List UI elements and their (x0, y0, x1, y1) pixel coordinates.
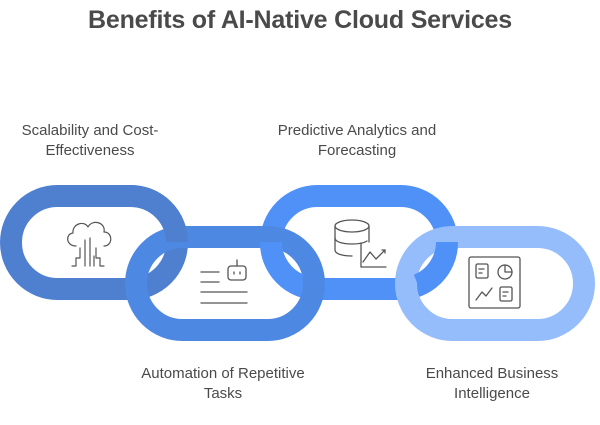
label-line: Tasks (203, 385, 243, 402)
label-line: Forecasting (317, 142, 397, 159)
benefit-label-automation: Automation of Repetitive Tasks (118, 364, 328, 404)
dashboard-icon (468, 256, 521, 309)
cloud-circuit-icon (67, 221, 112, 267)
chain-overlap-3-right (413, 241, 458, 296)
label-line: Predictive Analytics and (277, 122, 437, 139)
chain-overlap-3-left (260, 241, 305, 296)
label-line: Intelligence (454, 385, 530, 402)
benefit-label-predictive: Predictive Analytics and Forecasting (250, 121, 464, 161)
benefit-label-business-intelligence: Enhanced Business Intelligence (392, 364, 592, 404)
chain-link-automation (125, 226, 325, 341)
benefit-label-scalability: Scalability and Cost- Effectiveness (0, 121, 180, 161)
label-line: Scalability and Cost- (21, 122, 159, 139)
chain-link-business-intelligence (395, 226, 595, 341)
robot-document-icon (200, 259, 248, 304)
chain-overlap-1 (129, 184, 188, 243)
database-chart-icon (334, 219, 387, 268)
label-line: Enhanced Business (425, 365, 559, 382)
label-line: Effectiveness (45, 142, 135, 159)
label-line: Automation of Repetitive (141, 365, 305, 382)
page-title: Benefits of AI-Native Cloud Services (88, 6, 512, 34)
